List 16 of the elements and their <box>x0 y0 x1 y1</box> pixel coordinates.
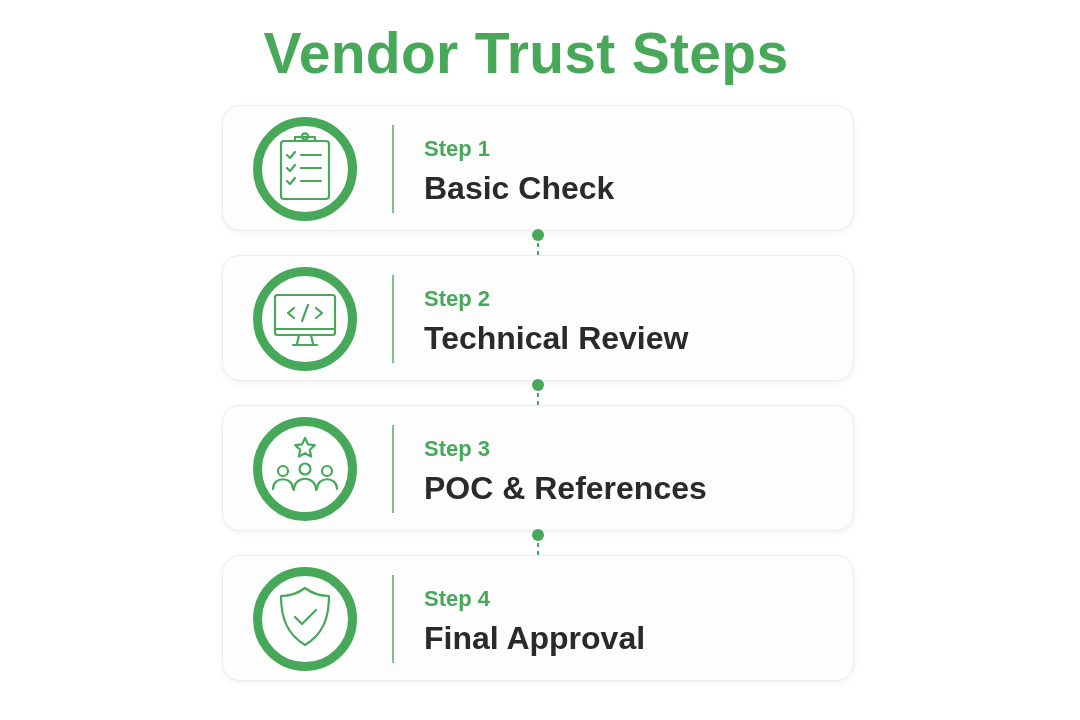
step-number: Step 1 <box>424 136 491 162</box>
step-title: Basic Check <box>424 169 615 207</box>
step-card <box>222 255 854 381</box>
step-number: Step 3 <box>424 436 491 462</box>
title: Vendor Trust Steps <box>263 21 789 85</box>
step-title: POC & References <box>424 469 707 507</box>
step-title: Final Approval <box>424 619 646 657</box>
step-number: Step 2 <box>424 286 491 312</box>
dotted-connector <box>532 529 544 556</box>
step-card <box>222 555 854 681</box>
step-card <box>222 405 854 531</box>
dotted-connector <box>532 379 544 406</box>
step-title: Technical Review <box>424 319 689 357</box>
dotted-connector <box>532 229 544 256</box>
step-number: Step 4 <box>424 586 491 612</box>
step-card <box>222 105 854 231</box>
